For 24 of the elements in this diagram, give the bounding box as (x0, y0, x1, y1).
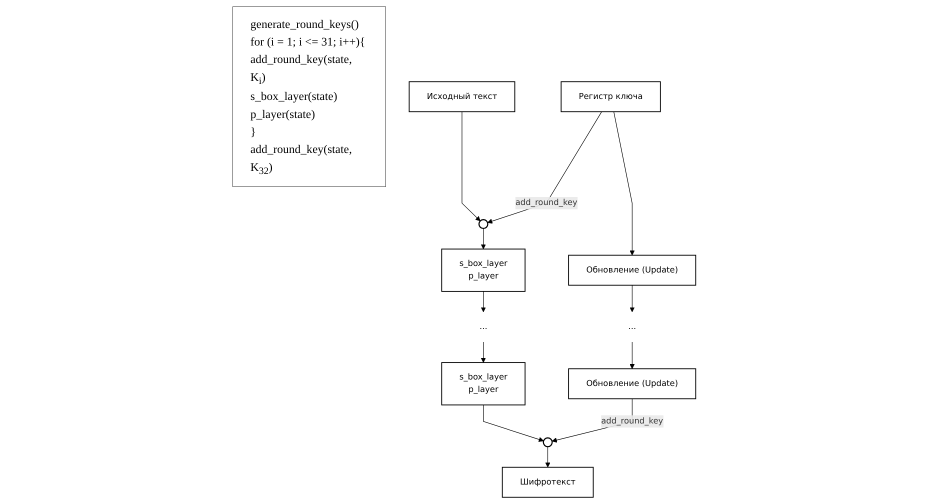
node-box: Регистр ключа (560, 81, 662, 112)
arrow (614, 111, 636, 256)
arrow (481, 228, 486, 250)
node-text: ... (480, 322, 488, 332)
node-box: s_box_layer p_layer (442, 362, 526, 406)
arrow (545, 446, 551, 468)
arrow (488, 111, 602, 224)
node-text: ... (628, 322, 636, 332)
node-box: s_box_layer p_layer (442, 248, 526, 292)
arrow (483, 404, 544, 442)
node-box: Шифротекст (502, 466, 594, 498)
node-circle (478, 219, 489, 230)
arrow (630, 342, 636, 369)
node-box: Исходный текст (409, 81, 516, 112)
node-box: Обновление (Update) (568, 254, 696, 286)
arrow (481, 291, 486, 312)
edge-label: add_round_key (601, 416, 664, 426)
node-box: generate_round_keys() for (i = 1; i <= 31; i++){ add_round_key(state, K$_{i}$) s_box_layer(state) p_layer(state) } add_round_key(state, K$_{32}$) (232, 6, 386, 187)
arrow (630, 284, 636, 312)
edge-label: add_round_key (516, 198, 578, 208)
arrow (462, 111, 481, 222)
node-circle (543, 437, 554, 448)
node-box: Обновление (Update) (568, 368, 696, 400)
arrow (481, 342, 486, 363)
